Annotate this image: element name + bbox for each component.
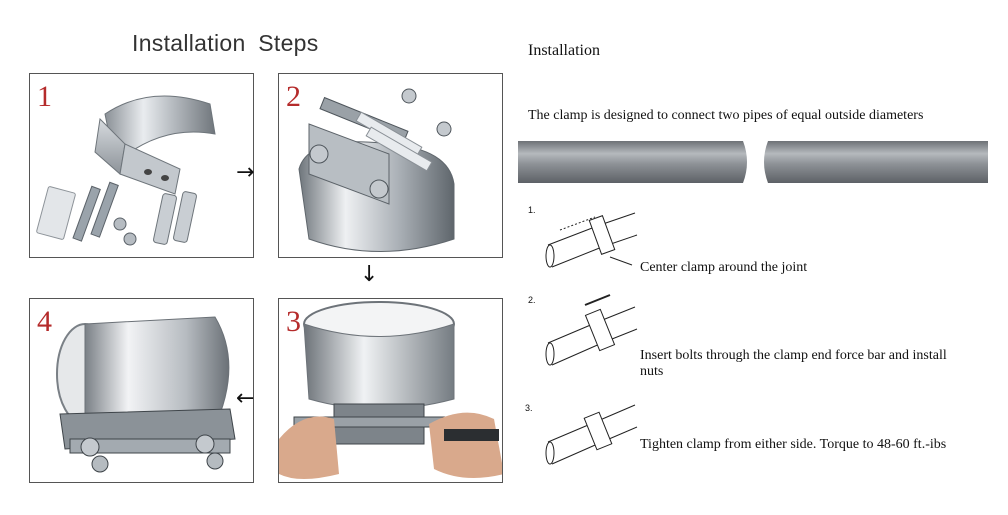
arrow-right-icon: → [236, 160, 255, 185]
step-3-text: Tighten clamp from either side. Torque t… [640, 437, 947, 452]
finished-clamp-illustration [56, 316, 236, 473]
installation-steps-title: Installation Steps [132, 30, 319, 56]
step-2-sketch [545, 294, 638, 366]
clamp-parts-illustration [36, 95, 216, 246]
step-3-sketch [545, 404, 638, 465]
step-number-3: 3 [286, 305, 301, 338]
intro-text: The clamp is designed to connect two pip… [528, 108, 924, 123]
arrow-left-icon: ← [236, 386, 255, 411]
step-panel-3: 3 [278, 298, 503, 483]
step-1-number: 1. [528, 205, 536, 215]
step-number-2: 2 [286, 80, 301, 113]
step-panel-2: 2 [278, 73, 503, 258]
step-panel-1: 1 [29, 73, 254, 258]
step-1-sketch [545, 212, 638, 268]
tightening-clamp-illustration [279, 301, 502, 479]
arrow-down-icon: ↓ [360, 262, 379, 287]
step-1-text: Center clamp around the joint [640, 260, 808, 275]
step-number-4: 4 [37, 305, 52, 338]
step-panel-4: 4 [29, 298, 254, 483]
installation-heading: Installation [528, 42, 600, 59]
step-2-number: 2. [528, 295, 536, 305]
two-pipes-photo [518, 141, 988, 183]
step-2-text: Insert bolts through the clamp end force… [640, 348, 947, 379]
clamp-assembly-illustration [298, 88, 455, 252]
step-3-number: 3. [525, 403, 533, 413]
step-number-1: 1 [37, 80, 52, 113]
